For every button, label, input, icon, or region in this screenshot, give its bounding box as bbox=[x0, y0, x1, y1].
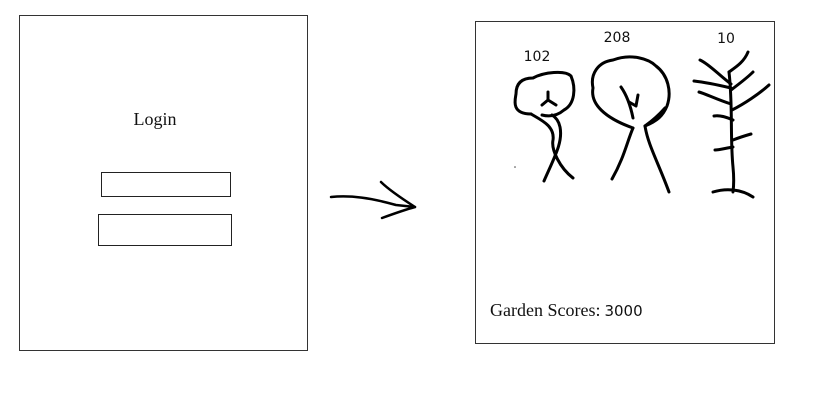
garden-scores-label: Garden Scores: bbox=[490, 300, 601, 320]
tree-2-score: 208 bbox=[603, 30, 631, 46]
tree-1-score: 102 bbox=[523, 49, 551, 65]
password-field[interactable] bbox=[98, 214, 232, 246]
tree-1-icon bbox=[513, 70, 576, 183]
tree-2-icon bbox=[590, 55, 671, 194]
garden-panel: 102 208 10 Garden Scores:3000 bbox=[475, 21, 775, 344]
login-panel: Login bbox=[19, 15, 308, 351]
username-field[interactable] bbox=[101, 172, 231, 197]
garden-scores-footer: Garden Scores:3000 bbox=[490, 300, 643, 321]
tree-3-icon bbox=[692, 50, 771, 199]
garden-scores-value: 3000 bbox=[604, 302, 643, 320]
arrow-right-icon bbox=[329, 180, 417, 220]
garden-drawing bbox=[513, 50, 771, 199]
tree-3-score: 10 bbox=[717, 31, 735, 47]
login-title: Login bbox=[133, 109, 177, 129]
